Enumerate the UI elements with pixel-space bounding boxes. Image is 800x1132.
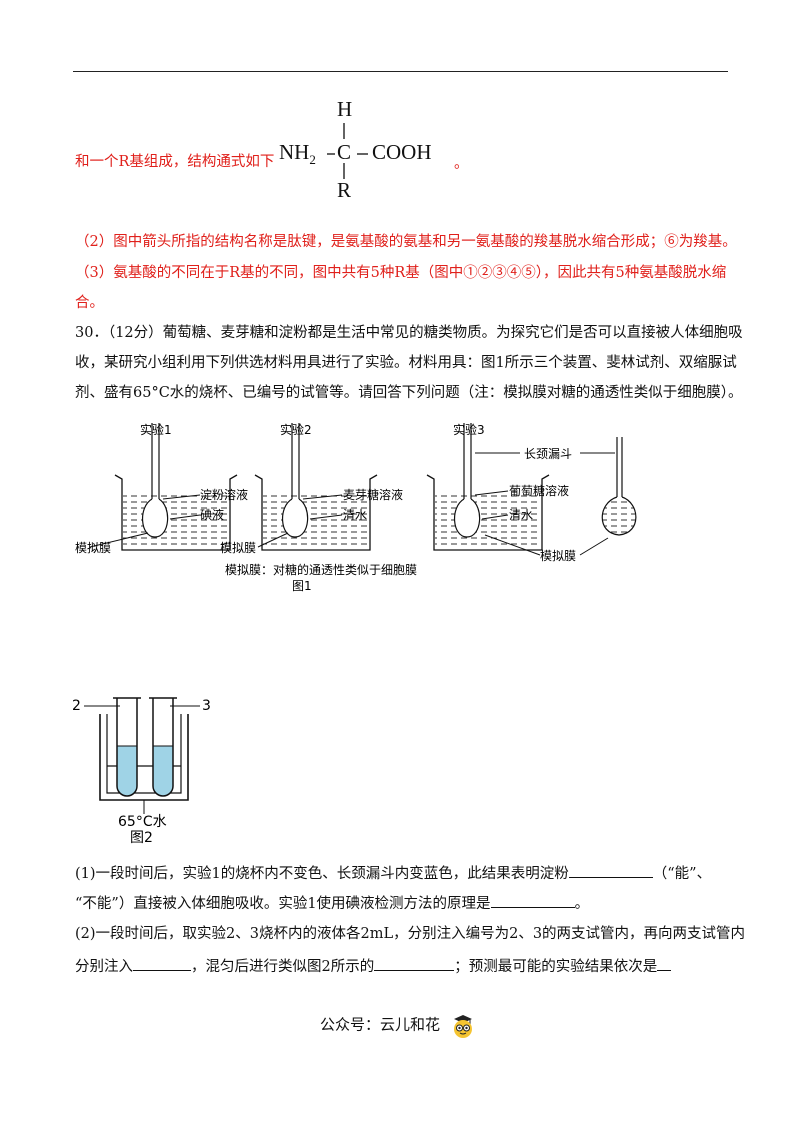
formula-r: R bbox=[337, 178, 352, 202]
fig2-water-label: 65°C水 bbox=[118, 814, 167, 830]
answer-2: （2）图中箭头所指的结构名称是肽键，是氨基酸的氨基和另一氨基酸的羧基脱水缩合形成… bbox=[75, 234, 737, 250]
footer: 公众号：云儿和花 bbox=[320, 1013, 475, 1038]
test-tube-2 bbox=[113, 697, 141, 797]
fig1-membrane3-label: 模拟膜 bbox=[540, 549, 576, 563]
amino-acid-formula bbox=[327, 123, 368, 179]
water-bath bbox=[99, 714, 189, 801]
fig1-iodine-label: 碘液 bbox=[200, 507, 224, 522]
fig1-maltose-label: 麦芽糖溶液 bbox=[343, 487, 403, 502]
beaker-1 bbox=[89, 423, 238, 551]
fig1-glucose-label: 葡萄糖溶液 bbox=[509, 483, 569, 498]
fig2-tube2-label: 2 bbox=[72, 698, 81, 714]
q2-line1: (2)一段时间后，取实验2、3烧杯内的液体各2mL，分别注入编号为2、3的两支试… bbox=[75, 926, 746, 942]
formula-nh2: NH2 bbox=[279, 140, 316, 168]
q2-blank-2[interactable] bbox=[374, 956, 455, 971]
question-line2: 收，某研究小组利用下列供选材料用具进行了实验。材料用具：图1所示三个装置、斐林试… bbox=[75, 355, 737, 371]
fig1-membrane2-label: 模拟膜 bbox=[220, 541, 256, 555]
q1-blank-2[interactable] bbox=[490, 893, 575, 908]
formula-intro: 和一个R基组成，结构通式如下 bbox=[75, 154, 275, 170]
q1-line2: “不能”）直接被入体细胞吸收。实验1使用碘液检测方法的原理是。 bbox=[75, 893, 589, 914]
formula-cooh: COOH bbox=[372, 140, 432, 164]
beaker-3 bbox=[426, 423, 637, 556]
question-line1: 30．（12分）葡萄糖、麦芽糖和淀粉都是生活中常见的糖类物质。为探究它们是否可以… bbox=[75, 325, 743, 341]
header-rule bbox=[73, 71, 728, 72]
q1-line1: (1)一段时间后，实验1的烧杯内不变色、长颈漏斗内变蓝色，此结果表明淀粉（“能”… bbox=[75, 863, 711, 884]
q2-blank-3[interactable] bbox=[657, 956, 672, 971]
formula-c: C bbox=[337, 140, 352, 164]
mascot-icon bbox=[451, 1013, 475, 1038]
fig1-note: 模拟膜：对糖的通透性类似于细胞膜 bbox=[225, 562, 417, 577]
question-line3: 剂、盛有65°C水的烧杯、已编号的试管等。请回答下列问题（注：模拟膜对糖的通透性… bbox=[75, 385, 743, 401]
fig2-caption: 图2 bbox=[130, 830, 153, 846]
fig1-exp3-label: 实验3 bbox=[453, 422, 485, 437]
fig1-exp2-label: 实验2 bbox=[280, 422, 312, 437]
answer-3-line2: 合。 bbox=[75, 295, 104, 311]
formula-tail: 。 bbox=[454, 156, 469, 172]
beaker-2 bbox=[254, 423, 378, 551]
fig1-exp1-label: 实验1 bbox=[140, 422, 172, 437]
fig1-caption: 图1 bbox=[292, 579, 312, 593]
q2-line2: 分别注入，混匀后进行类似图2所示的；预测最可能的实验结果依次是 bbox=[75, 956, 672, 977]
fig1-membrane1-label: 模拟膜 bbox=[75, 541, 111, 555]
test-tube-3 bbox=[149, 697, 177, 797]
formula-h: H bbox=[337, 97, 353, 121]
fig1-water-label: 清水 bbox=[343, 508, 367, 522]
figure-2: 2 3 65°C水 图2 bbox=[72, 697, 211, 846]
q2-blank-1[interactable] bbox=[133, 956, 191, 971]
fig2-tube3-label: 3 bbox=[202, 698, 211, 714]
fig1-water3-label: 清水 bbox=[509, 508, 533, 522]
answer-3-line1: （3）氨基酸的不同在于R基的不同，图中共有5种R基（图中①②③④⑤），因此共有5… bbox=[75, 265, 727, 281]
fig1-funnel-label: 长颈漏斗 bbox=[524, 447, 572, 461]
fig1-starch-label: 淀粉溶液 bbox=[200, 487, 248, 502]
q1-blank-1[interactable] bbox=[568, 863, 653, 878]
figure-1: 实验1 实验2 实验3 长颈漏斗 淀粉溶液 碘液 麦芽糖溶液 清水 葡萄糖溶液 … bbox=[75, 422, 637, 593]
